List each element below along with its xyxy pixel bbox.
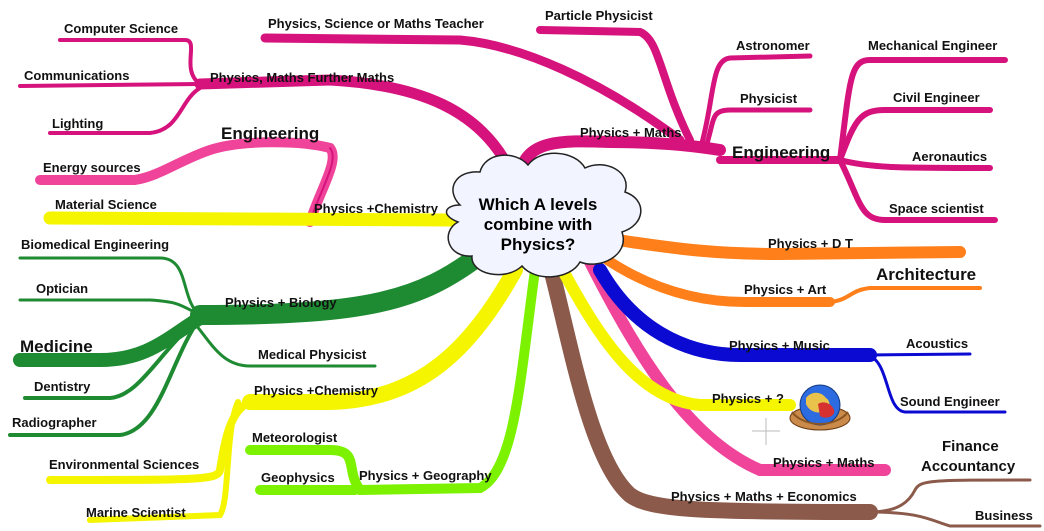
label-physicist: Physicist bbox=[740, 91, 798, 106]
label-physics-art: Physics + Art bbox=[744, 282, 827, 297]
branch-physics-chemistry-bottom bbox=[46, 262, 523, 523]
label-acoustics: Acoustics bbox=[906, 336, 968, 351]
label-physics-dt: Physics + D T bbox=[768, 236, 853, 251]
label-lighting: Lighting bbox=[52, 116, 103, 131]
branch-physics-chemistry-top bbox=[35, 137, 457, 227]
branch-physics-dt-art bbox=[595, 232, 982, 307]
label-meteorologist: Meteorologist bbox=[252, 430, 338, 445]
label-civil-engineer: Civil Engineer bbox=[893, 90, 980, 105]
branch-physics-music bbox=[593, 263, 1007, 414]
label-physics-maths-top: Physics + Maths bbox=[580, 125, 682, 140]
label-aeronautics: Aeronautics bbox=[912, 149, 987, 164]
branch-physics-geography bbox=[245, 265, 540, 495]
branch-physics-maths-economics bbox=[542, 257, 1042, 528]
label-marine-scientist: Marine Scientist bbox=[86, 505, 186, 520]
label-material-science: Material Science bbox=[55, 197, 157, 212]
label-dentistry: Dentistry bbox=[34, 379, 91, 394]
label-physics-biology: Physics + Biology bbox=[225, 295, 337, 310]
label-physics-chemistry-top: Physics +Chemistry bbox=[314, 201, 439, 216]
label-accountancy: Accountancy bbox=[921, 458, 1016, 475]
central-question-line-2: combine with bbox=[484, 215, 593, 234]
label-business: Business bbox=[975, 508, 1033, 523]
label-particle-physicist: Particle Physicist bbox=[545, 8, 653, 23]
label-physics-maths-economics: Physics + Maths + Economics bbox=[671, 489, 857, 504]
label-engineering-left: Engineering bbox=[221, 124, 319, 143]
label-engineering-right: Engineering bbox=[732, 143, 830, 162]
label-mechanical-engineer: Mechanical Engineer bbox=[868, 38, 997, 53]
label-space-scientist: Space scientist bbox=[889, 201, 984, 216]
label-communications: Communications bbox=[24, 68, 129, 83]
label-physics-music: Physics + Music bbox=[729, 338, 830, 353]
label-astronomer: Astronomer bbox=[736, 38, 810, 53]
branch-physics-maths-top bbox=[260, 26, 1008, 223]
label-computer-science: Computer Science bbox=[64, 21, 178, 36]
label-radiographer: Radiographer bbox=[12, 415, 97, 430]
label-medical-physicist: Medical Physicist bbox=[258, 347, 367, 362]
label-architecture: Architecture bbox=[876, 265, 976, 284]
central-question-line-1: Which A levels bbox=[479, 195, 598, 214]
label-physics-maths-bottom: Physics + Maths bbox=[773, 455, 875, 470]
branch-physics-question bbox=[554, 259, 796, 411]
label-physics-chemistry-bottom: Physics +Chemistry bbox=[254, 383, 379, 398]
label-physics-maths-further-maths: Physics, Maths Further Maths bbox=[210, 70, 394, 85]
label-optician: Optician bbox=[36, 281, 88, 296]
label-physics-geography: Physics + Geography bbox=[359, 468, 492, 483]
crosshair-cursor-icon bbox=[752, 418, 780, 445]
globe-in-hands-icon bbox=[789, 384, 851, 431]
central-question-line-3: Physics? bbox=[501, 235, 576, 254]
label-environmental-sciences: Environmental Sciences bbox=[49, 457, 199, 472]
label-sound-engineer: Sound Engineer bbox=[900, 394, 1000, 409]
branch-physics-maths-further-maths bbox=[18, 38, 516, 176]
label-finance: Finance bbox=[942, 438, 999, 455]
label-medicine: Medicine bbox=[20, 337, 93, 356]
label-physics-science-maths-teacher: Physics, Science or Maths Teacher bbox=[268, 16, 484, 31]
branch-physics-biology bbox=[8, 245, 490, 437]
label-geophysics: Geophysics bbox=[261, 470, 335, 485]
label-energy-sources: Energy sources bbox=[43, 160, 141, 175]
label-physics-question: Physics + ? bbox=[712, 391, 784, 406]
central-question-cloud: Which A levels combine with Physics? bbox=[445, 152, 642, 278]
label-biomedical-engineering: Biomedical Engineering bbox=[21, 237, 169, 252]
